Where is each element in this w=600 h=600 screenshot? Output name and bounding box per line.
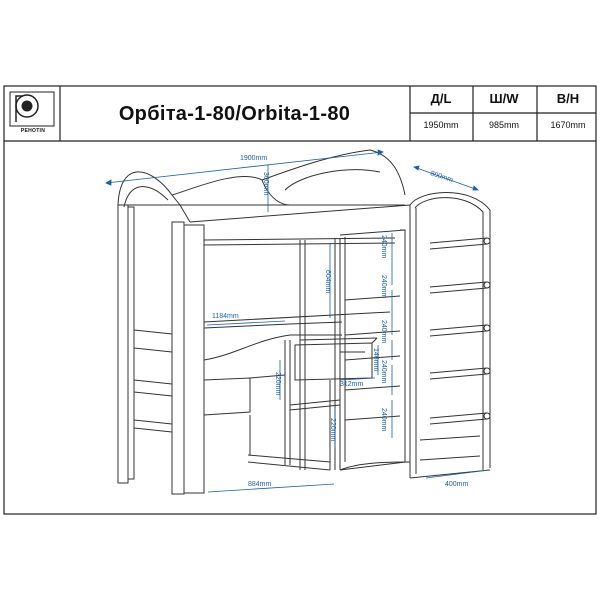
- dim-desk-height: 604mm: [324, 270, 331, 294]
- dim-drawer-width: 312mm: [340, 381, 364, 388]
- dim-ladder-width: 400mm: [445, 481, 469, 488]
- length-value: 1950mm: [423, 120, 459, 130]
- dim-arch-height: 300mm: [262, 172, 269, 196]
- dim-desk-width: 1184mm: [212, 313, 239, 320]
- dim-shelf-left-2: 220mm: [329, 418, 336, 442]
- dim-bottom-width: 884mm: [248, 481, 272, 488]
- dim-shelf-right-3: 240mm: [380, 320, 387, 344]
- dimension-lines: [105, 149, 490, 493]
- dim-shelf-right-5: 240mm: [380, 408, 387, 432]
- brand-logo-icon: [9, 91, 55, 127]
- length-label: Д/L: [430, 91, 452, 106]
- dim-drawer-height: 146mm: [372, 348, 379, 372]
- dim-shelf-right-4: 240mm: [380, 360, 387, 384]
- dim-shelf-right-2: 240mm: [380, 275, 387, 299]
- dim-depth: 800mm: [429, 170, 454, 184]
- width-value: 985mm: [488, 120, 519, 130]
- dim-shelf-left-1: 220mm: [274, 372, 281, 396]
- brand-text: PEHOTIN: [20, 128, 46, 134]
- dim-shelf-right-1: 240mm: [380, 235, 387, 259]
- header-grid: [3, 85, 597, 515]
- height-value: 1670mm: [550, 120, 586, 130]
- height-label: В/H: [556, 91, 580, 106]
- furniture-drawing: [117, 149, 491, 495]
- product-title: Орбіта-1-80/Orbita-1-80: [118, 103, 351, 125]
- dim-top-length: 1900mm: [240, 155, 267, 162]
- width-label: Ш/W: [489, 91, 519, 106]
